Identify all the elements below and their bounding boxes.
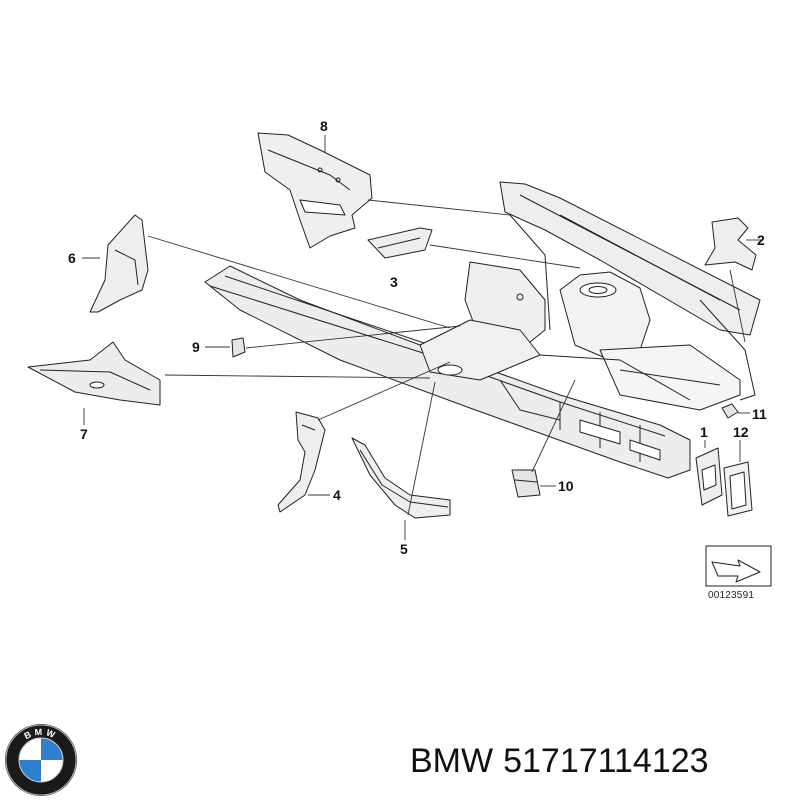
- part-3-bracket: [367, 227, 433, 259]
- part-1-plate: [695, 447, 723, 506]
- part-number: 51717114123: [503, 742, 709, 780]
- part-11-grommet: [721, 403, 739, 419]
- brand-name: BMW: [410, 742, 494, 780]
- callout-8: 8: [320, 118, 328, 134]
- bmw-logo-icon: BMW: [5, 724, 77, 796]
- callout-6: 6: [68, 250, 76, 266]
- part-2-bracket: [704, 217, 757, 271]
- svg-text:BMW: BMW: [23, 727, 60, 741]
- part-12-gasket: [723, 461, 753, 517]
- callout-1: 1: [700, 424, 708, 440]
- part-6-panel: [89, 214, 149, 313]
- front-frame-assembly: [204, 181, 761, 479]
- part-10-clip: [511, 469, 541, 498]
- part-4-bracket: [277, 411, 326, 513]
- callout-11: 11: [752, 406, 767, 422]
- callout-4: 4: [333, 487, 341, 503]
- logo-letters: BMW: [23, 727, 57, 741]
- part-5-rail-section: [351, 437, 451, 519]
- callout-3: 3: [390, 274, 398, 290]
- callout-2: 2: [757, 232, 765, 248]
- part-7-panel: [27, 341, 161, 406]
- orientation-arrow-icon: [705, 545, 772, 587]
- part-9-clip: [231, 337, 246, 358]
- part-8-panel: [257, 132, 373, 249]
- leader-lines: [82, 135, 762, 540]
- callout-9: 9: [192, 339, 200, 355]
- callout-5: 5: [400, 541, 408, 557]
- callout-7: 7: [80, 426, 88, 442]
- image-code-label: 00123591: [708, 590, 755, 601]
- callout-12: 12: [733, 424, 749, 440]
- callout-10: 10: [558, 478, 574, 494]
